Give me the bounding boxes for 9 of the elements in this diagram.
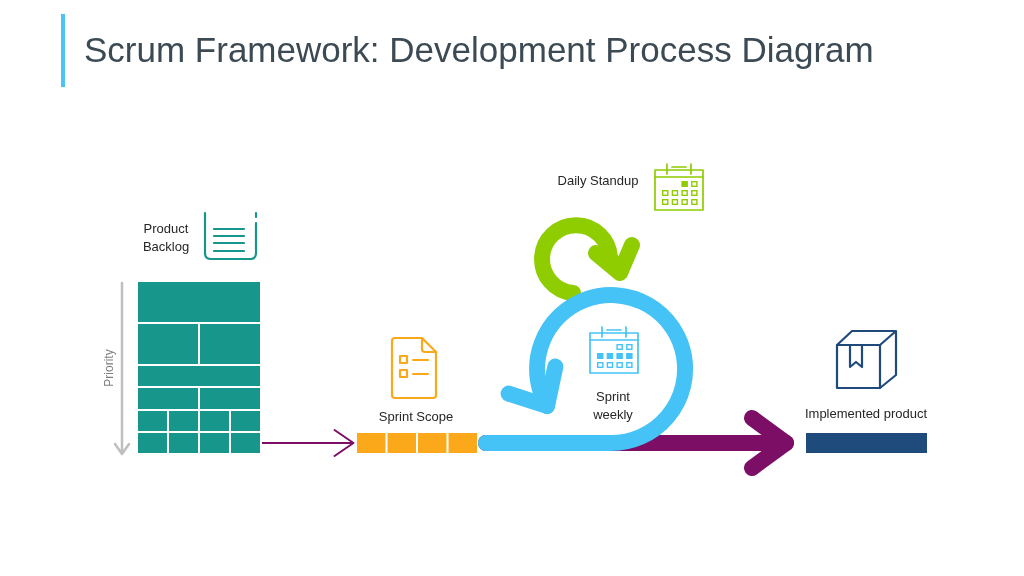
node-label: Product Backlog xyxy=(141,220,191,256)
arrow xyxy=(261,429,355,457)
axis-label: Priority xyxy=(101,349,117,387)
node-label: Daily Standup xyxy=(556,172,640,190)
title: Scrum Framework: Development Process Diagram xyxy=(84,29,874,71)
node-label: Sprint Scope xyxy=(377,408,455,426)
node-label: Sprint weekly xyxy=(592,388,634,424)
node-label: Implemented product xyxy=(803,405,929,423)
arrow xyxy=(478,287,694,451)
